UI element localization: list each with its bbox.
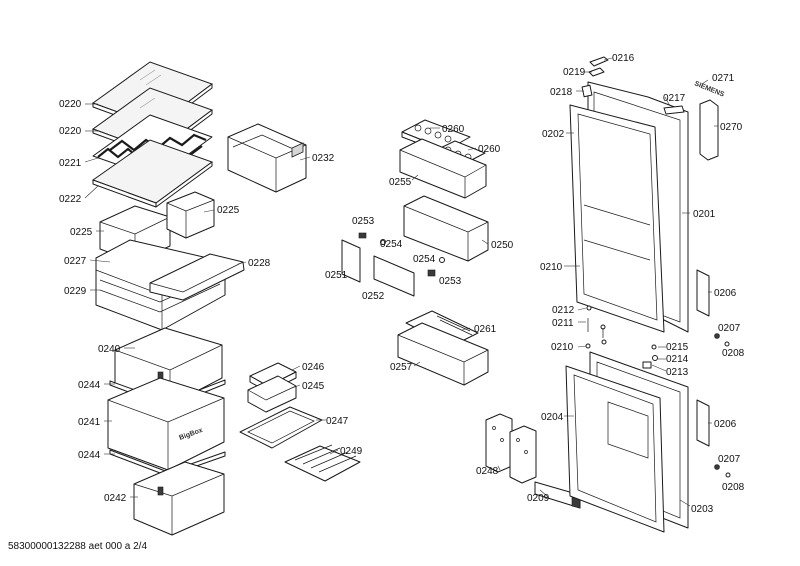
label-0225-right: 0225 (217, 205, 240, 216)
label-0244-upper: 0244 (78, 380, 101, 391)
label-0220-top: 0220 (59, 99, 82, 110)
hinge-0254-lower (439, 257, 445, 263)
label-0241: 0241 (78, 417, 101, 428)
screws-and-bearings (585, 305, 731, 478)
butter-dish-0255 (399, 138, 487, 199)
ice-container-0245 (247, 375, 297, 413)
ice-tray-0247 (239, 406, 323, 449)
cap-0219 (588, 67, 605, 77)
label-0218: 0218 (550, 87, 573, 98)
flap-0252 (373, 255, 415, 297)
part-labels: 0216 0219 0271 0218 0217 0270 0202 0201 … (59, 53, 745, 515)
label-0245: 0245 (302, 381, 325, 392)
label-0270: 0270 (720, 122, 743, 133)
crisper-drawer-0242 (133, 461, 225, 536)
label-0210-upper: 0210 (540, 262, 563, 273)
label-0232: 0232 (312, 153, 335, 164)
label-0251: 0251 (325, 270, 348, 281)
container-cover-0228 (149, 253, 245, 301)
hinge-0254-upper (380, 239, 386, 245)
hinge-0253-lower (427, 269, 436, 277)
label-0227: 0227 (64, 256, 87, 267)
label-0260-second: 0260 (478, 144, 501, 155)
leader-lines (84, 57, 718, 507)
label-0261: 0261 (474, 324, 497, 335)
label-0206-lower: 0206 (714, 419, 737, 430)
freezer-seal-0204 (565, 365, 665, 533)
label-0207-lower: 0207 (718, 454, 741, 465)
bottle-shelf-0257 (397, 322, 489, 386)
label-0216: 0216 (612, 53, 635, 64)
label-0203: 0203 (691, 504, 714, 515)
flap-0251 (341, 239, 361, 283)
label-0228: 0228 (248, 258, 271, 269)
defrost-scraper-0249 (284, 444, 361, 482)
label-0257: 0257 (390, 362, 413, 373)
label-0222: 0222 (59, 194, 82, 205)
basket-0232 (227, 123, 307, 193)
cap-0216 (589, 56, 609, 67)
label-0271: 0271 (712, 73, 735, 84)
label-0249: 0249 (340, 446, 363, 457)
label-0201: 0201 (693, 209, 716, 220)
label-0253-lower: 0253 (439, 276, 462, 287)
label-0247: 0247 (326, 416, 349, 427)
small-drawer-0225-right (166, 191, 215, 239)
label-0206-upper: 0206 (714, 288, 737, 299)
cold-accumulator-0248 (485, 413, 537, 484)
label-0220-second: 0220 (59, 126, 82, 137)
label-0254-lower: 0254 (413, 254, 436, 265)
label-0255: 0255 (389, 177, 412, 188)
handle-0206-upper (696, 269, 710, 317)
label-0208-lower: 0208 (722, 482, 745, 493)
label-0244-lower: 0244 (78, 450, 101, 461)
label-0211: 0211 (552, 318, 574, 329)
label-0207-upper: 0207 (718, 323, 741, 334)
label-0248: 0248 (476, 466, 499, 477)
label-0225-left: 0225 (70, 227, 93, 238)
label-0229: 0229 (64, 286, 87, 297)
cover-0217 (663, 105, 685, 115)
label-0212: 0212 (552, 305, 575, 316)
glass-shelf-0222 (91, 139, 214, 208)
label-0240: 0240 (98, 344, 121, 355)
label-0213: 0213 (666, 367, 689, 378)
hinge-cover-0218 (581, 84, 593, 98)
handle-0206-lower (696, 399, 710, 447)
label-0219: 0219 (563, 67, 586, 78)
label-0208-upper: 0208 (722, 348, 745, 359)
label-0250: 0250 (491, 240, 514, 251)
crisper-drawer-0241: BigBox (107, 377, 225, 471)
label-0254-upper: 0254 (380, 239, 403, 250)
label-0242: 0242 (104, 493, 127, 504)
label-0204: 0204 (541, 412, 564, 423)
label-0246: 0246 (302, 362, 325, 373)
label-0252: 0252 (362, 291, 385, 302)
trim-0270 (699, 99, 719, 161)
door-shelf-0250 (403, 195, 489, 262)
hinge-0253-upper (358, 232, 367, 239)
label-0221: 0221 (59, 158, 82, 169)
label-0209: 0209 (527, 493, 550, 504)
label-0253-upper: 0253 (352, 216, 375, 227)
door-seal-0202 (569, 104, 665, 333)
label-0202: 0202 (542, 129, 565, 140)
label-0214: 0214 (666, 354, 689, 365)
label-0210-lower: 0210 (551, 342, 574, 353)
label-0215: 0215 (666, 342, 689, 353)
document-footer: 58300000132288 aet 000 a 2/4 (8, 541, 148, 552)
label-0217: 0217 (663, 93, 686, 104)
label-0260-top: 0260 (442, 124, 465, 135)
